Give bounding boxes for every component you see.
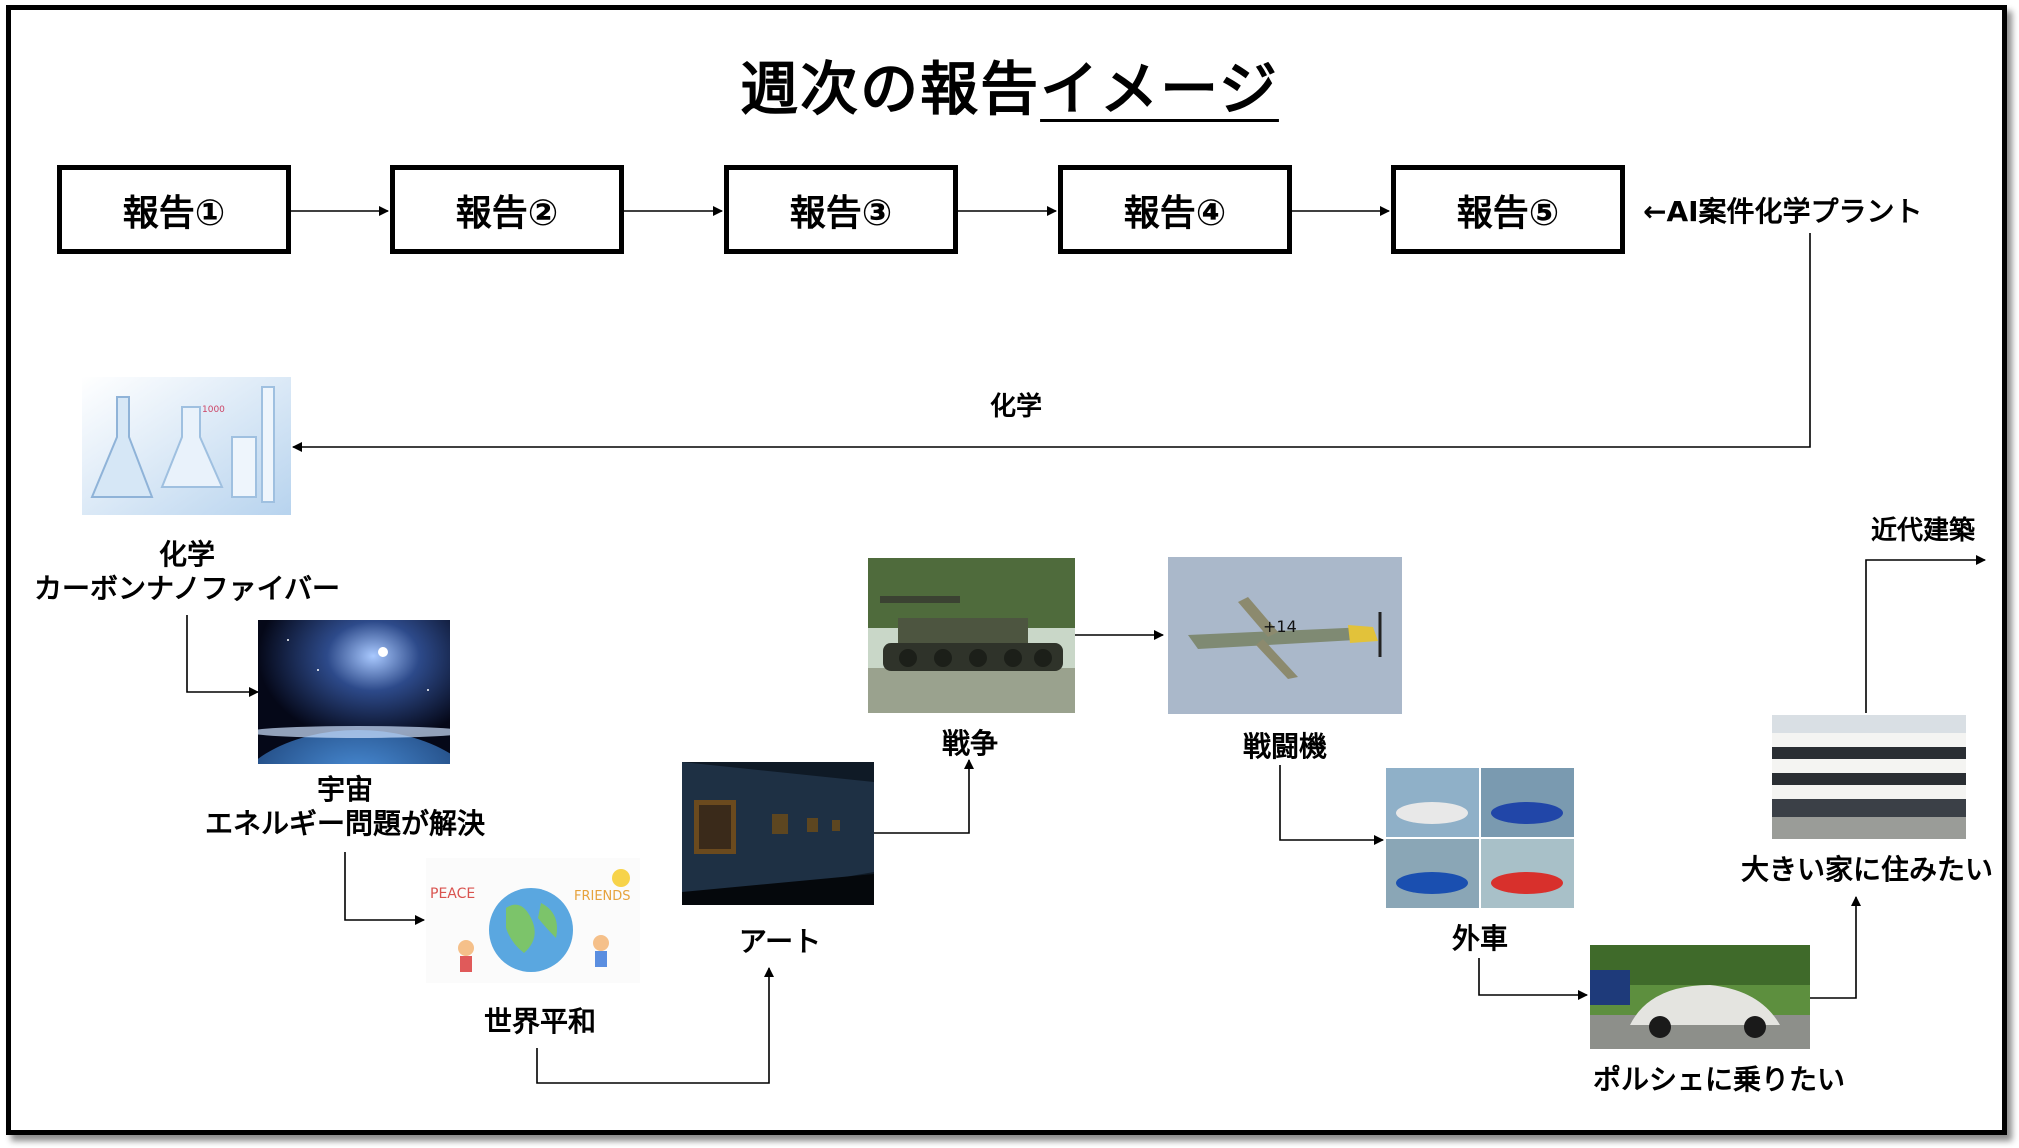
- side-note: ←AI案件化学プラント: [1643, 195, 1923, 228]
- report-box-1: 報告①: [57, 165, 291, 254]
- chemistry-image: 1000: [82, 377, 291, 515]
- label-house: 大きい家に住みたい: [1740, 853, 1993, 886]
- peace-image: PEACE FRIENDS: [426, 858, 640, 983]
- cars-image: [1386, 768, 1574, 908]
- report-box-2: 報告②: [390, 165, 624, 254]
- peace-word: PEACE: [430, 886, 475, 902]
- label-cars: 外車: [1451, 922, 1508, 955]
- svg-text:1000: 1000: [202, 405, 225, 415]
- page-title: 週次の報告イメージ: [0, 42, 2019, 126]
- art-image: [682, 762, 874, 905]
- edge-label-chemistry: 化学: [990, 392, 1043, 422]
- svg-text:+14: +14: [1263, 617, 1297, 636]
- fighter-image: +14: [1168, 557, 1402, 714]
- label-architecture: 近代建築: [1870, 516, 1975, 546]
- label-chemistry: 化学 カーボンナノファイバー: [33, 538, 341, 605]
- friends-word: FRIENDS: [574, 889, 631, 904]
- label-space: 宇宙 エネルギー問題が解決: [204, 773, 485, 840]
- label-fighter: 戦闘機: [1242, 730, 1327, 763]
- title-main: 週次の報告: [740, 55, 1041, 123]
- label-peace: 世界平和: [483, 1005, 596, 1038]
- space-image: [258, 620, 450, 764]
- label-porsche: ポルシェに乗りたい: [1592, 1063, 1845, 1096]
- porsche-image: [1590, 945, 1810, 1049]
- report-box-4: 報告④: [1058, 165, 1292, 254]
- report-box-5: 報告⑤: [1391, 165, 1625, 254]
- tank-image: [868, 558, 1075, 713]
- report-box-3: 報告③: [724, 165, 958, 254]
- house-image: [1772, 715, 1966, 839]
- title-underlined: イメージ: [1040, 55, 1279, 123]
- label-art: アート: [738, 925, 822, 958]
- label-war: 戦争: [941, 727, 998, 760]
